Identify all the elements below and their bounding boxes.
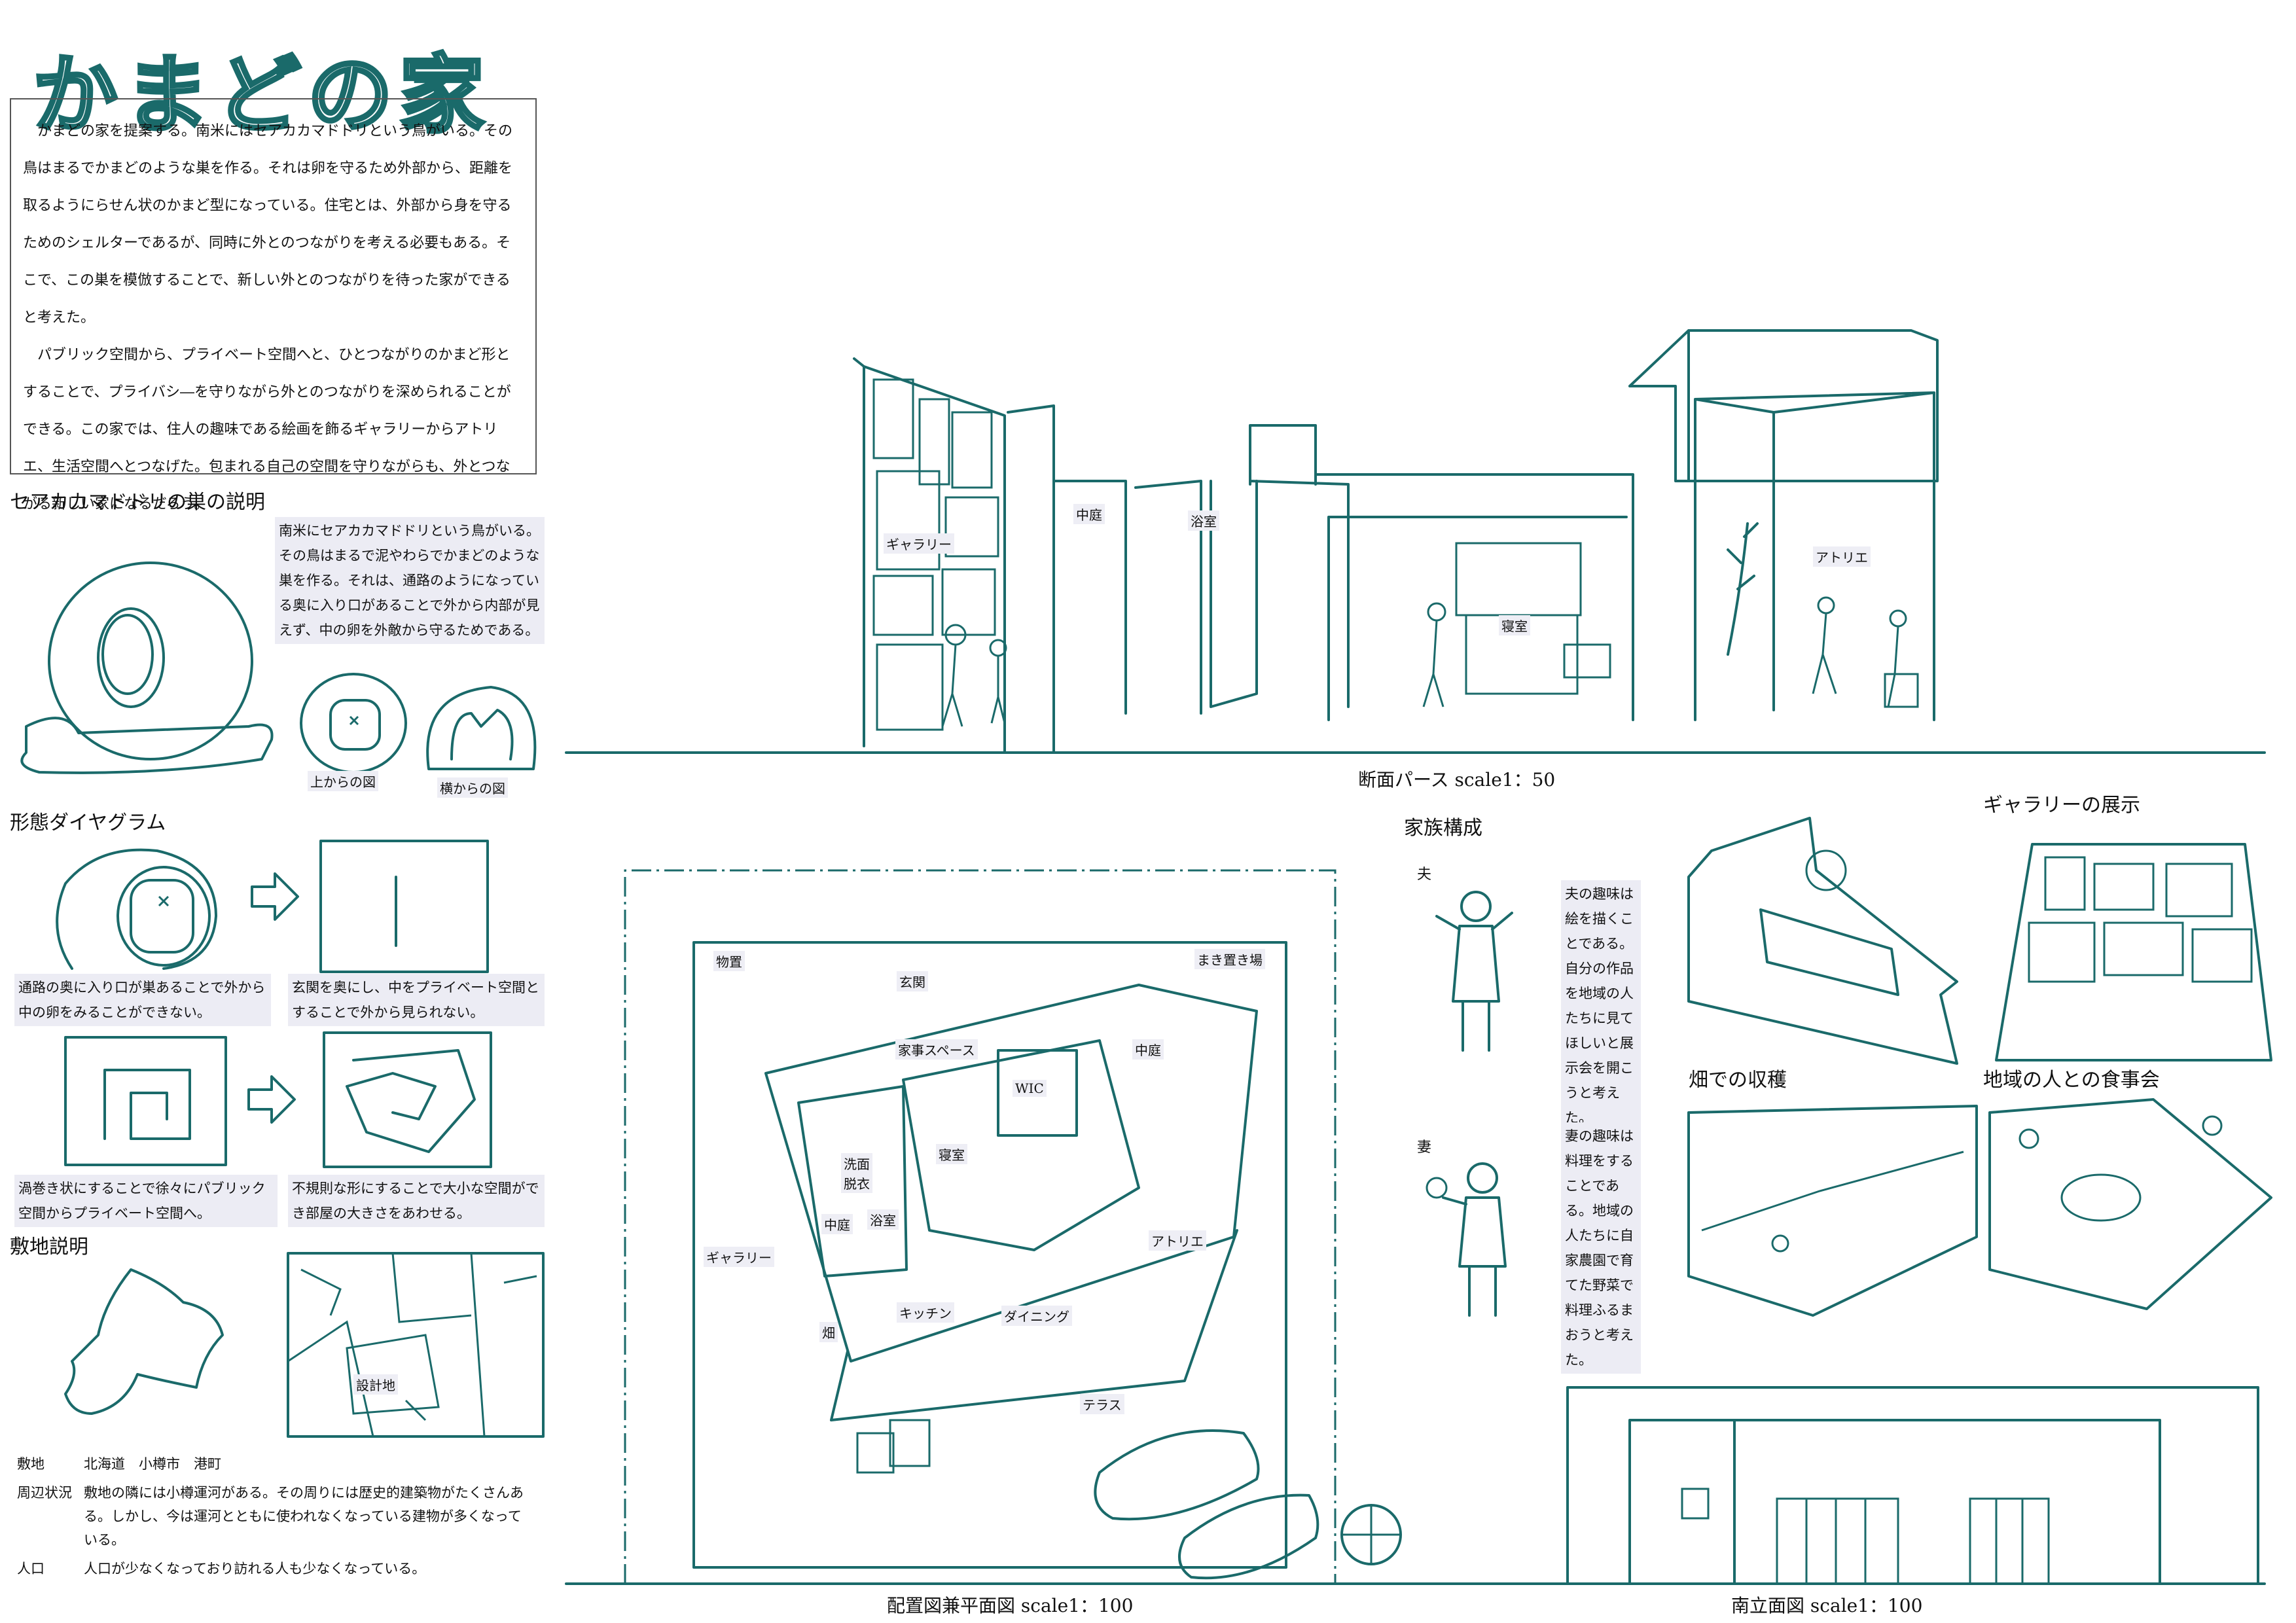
plan-label-field: 畑 [819,1322,838,1342]
elevation-caption: 南立面図 scale1：100 [1731,1595,1923,1616]
plan-label-courtyard-right: 中庭 [1132,1039,1164,1060]
nest-heading: セアカカマドドリの巣の説明 [10,491,265,514]
plan-label-courtyard-left: 中庭 [821,1214,853,1234]
plan-label-gallery: ギャラリー [704,1247,774,1267]
plan-label-atelier: アトリエ [1149,1230,1206,1251]
site-value: 敷地の隣には小樽運河がある。その周りには歴史的建築物がたくさんある。しかし、今は… [84,1485,524,1548]
wife-label: 妻 [1417,1139,1432,1156]
plan-label-wic: WIC [1013,1080,1047,1097]
form-note-2: 玄関を奥にし、中をプライベート空間とすることで外から見られない。 [288,974,545,1026]
meal-heading: 地域の人との食事会 [1983,1069,2160,1092]
nest-text: 南米にセアカカマドドリという鳥がいる。その鳥はまるで泥やわらでかまどのような巣を… [275,517,545,644]
form-note-3: 渦巻き状にすることで徐々にパブリック空間からプライベート空間へ。 [14,1175,278,1227]
husband-text: 夫の趣味は絵を描くことである。自分の作品を地域の人たちに見てほしいと展示会を開こ… [1561,880,1641,1132]
plan-label-bedroom: 寝室 [936,1144,967,1164]
intro-paragraph-2: パブリック空間から、プライベート空間へと、ひとつながりのかまど形とすることで、プ… [23,347,511,512]
section-label-bath: 浴室 [1188,510,1219,531]
top-view-label: 上からの図 [308,771,378,791]
section-label-courtyard: 中庭 [1073,504,1105,524]
plan-label-terrace: テラス [1080,1394,1124,1414]
plan-label-housework: 家事スペース [895,1039,978,1060]
plan-label-dressing: 脱衣 [841,1173,872,1193]
site-key: 敷地 [17,1456,45,1472]
plan-label-kitchen: キッチン [897,1302,954,1323]
form-note-4: 不規則な形にすることで大小な空間ができ部屋の大きさをあわせる。 [288,1175,545,1227]
family-heading: 家族構成 [1404,817,1482,840]
site-key: 周辺状況 [17,1485,72,1501]
intro-paragraph-1: かまどの家を提案する。南米にはセアカカマドドリという鳥がいる。その鳥はまるでかま… [23,123,513,326]
wife-text: 妻の趣味は料理をすることである。地域の人たちに自家農園で育てた野菜で料理ふるまお… [1561,1122,1641,1374]
table-row: 人口 人口が少なくなっており訪れる人も少なくなっている。 [13,1554,537,1583]
form-heading: 形態ダイヤグラム [10,812,166,834]
intro-text-box: かまどの家を提案する。南米にはセアカカマドドリという鳥がいる。その鳥はまるでかま… [10,98,537,512]
site-value: 北海道 小樽市 港町 [84,1456,221,1472]
plan-label-dining: ダイニング [1001,1306,1072,1326]
plan-label-wood-storage: まき置き場 [1194,949,1265,969]
section-label-atelier: アトリエ [1813,546,1871,567]
page-title: かまどの家 [31,44,492,147]
site-map-label: 設計地 [353,1374,398,1395]
plan-label-bath: 浴室 [867,1209,899,1230]
side-view-label: 横からの図 [437,777,508,798]
table-row: 敷地 北海道 小樽市 港町 [13,1450,537,1478]
plan-label-wash: 洗面 [841,1153,872,1173]
section-caption: 断面パース scale1：50 [1358,769,1556,791]
plan-label-entrance: 玄関 [897,971,928,991]
section-label-gallery: ギャラリー [884,533,954,554]
site-heading: 敷地説明 [10,1236,88,1258]
site-value: 人口が少なくなっており訪れる人も少なくなっている。 [84,1561,426,1577]
plan-caption: 配置図兼平面図 scale1：100 [887,1595,1134,1616]
site-info-table: 敷地 北海道 小樽市 港町 周辺状況 敷地の隣には小樽運河がある。その周りには歴… [13,1450,537,1583]
form-note-1: 通路の奥に入り口が巣あることで外から中の卵をみることができない。 [14,974,271,1026]
harvest-heading: 畑での収穫 [1689,1069,1787,1092]
husband-label: 夫 [1417,866,1432,883]
table-row: 周辺状況 敷地の隣には小樽運河がある。その周りには歴史的建築物がたくさんある。し… [13,1478,537,1554]
gallery-show-heading: ギャラリーの展示 [1983,794,2140,817]
plan-label-storage: 物置 [713,951,745,971]
site-key: 人口 [17,1561,45,1577]
section-label-bedroom: 寝室 [1499,615,1530,635]
